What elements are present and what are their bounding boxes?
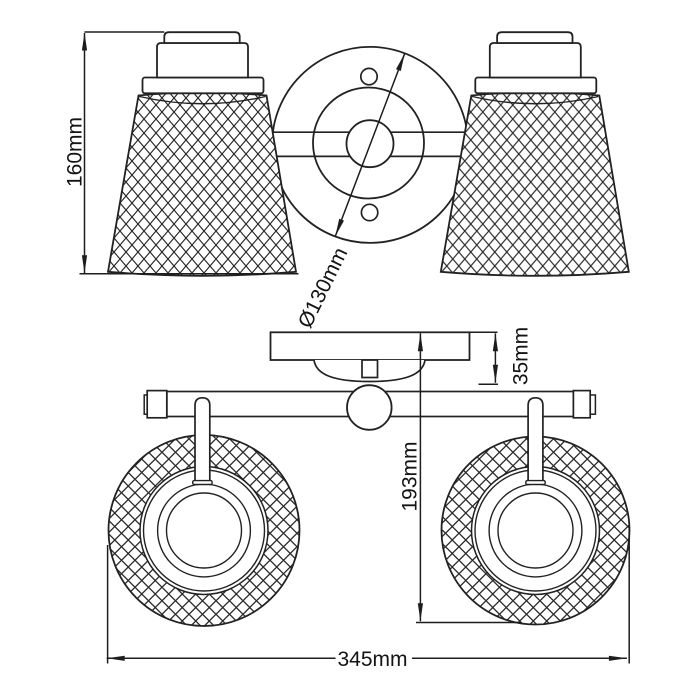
svg-text:345mm: 345mm [338, 648, 408, 671]
svg-text:35mm: 35mm [510, 327, 533, 385]
svg-text:193mm: 193mm [399, 441, 422, 511]
svg-text:160mm: 160mm [64, 117, 87, 187]
svg-text:Ø130mm: Ø130mm [294, 244, 353, 332]
